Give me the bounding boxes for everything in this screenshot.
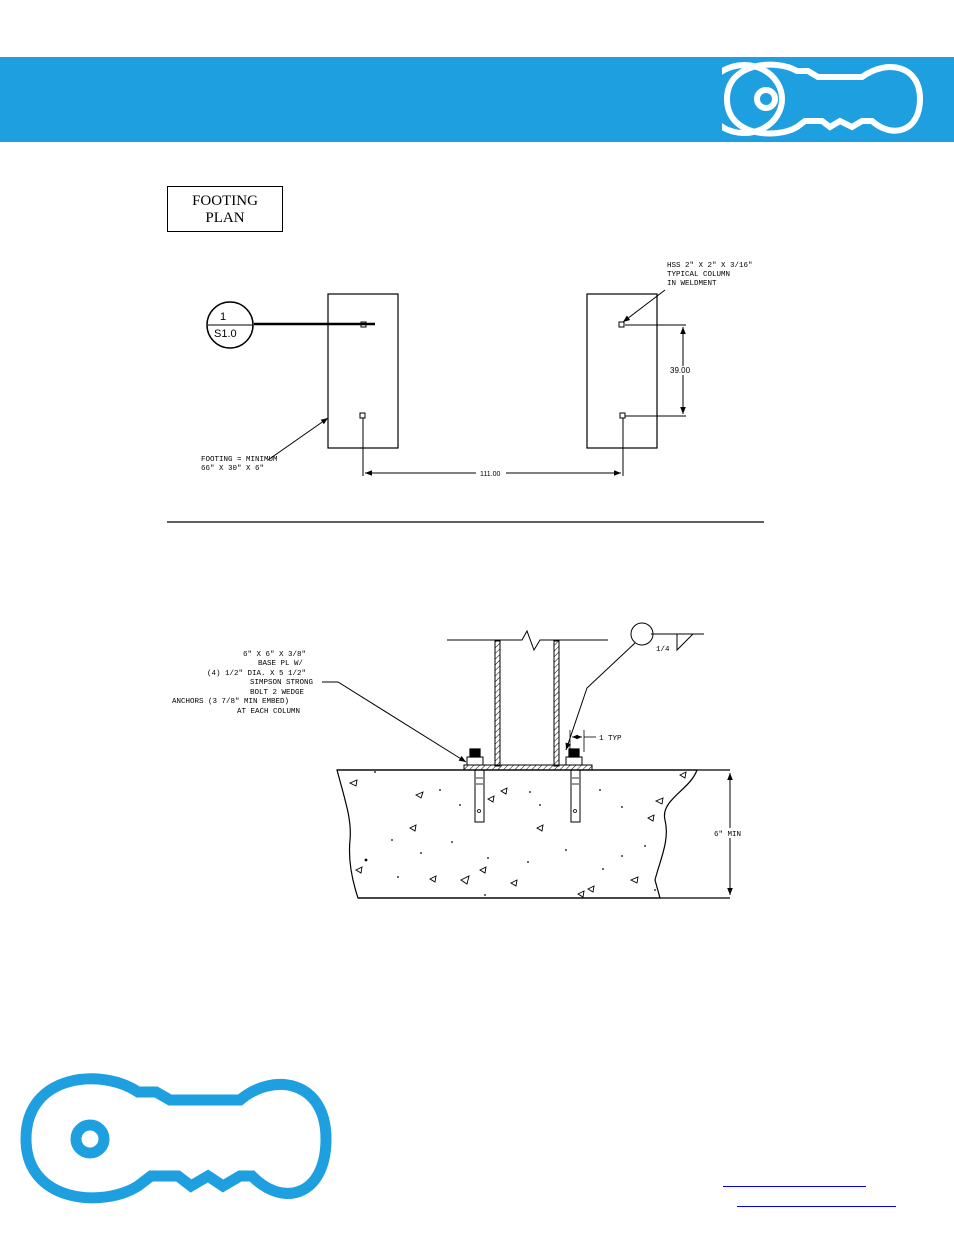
anchor-bolt-right (566, 749, 582, 822)
column-left-bottom (360, 413, 365, 418)
base-plate-note-line-5: BOLT 2 WEDGE (250, 689, 305, 697)
base-plate-note-line-1: 6" X 6" X 3/8" (243, 651, 306, 659)
column-note-line-2: TYPICAL COLUMN (667, 271, 730, 279)
weld-symbol-circle (631, 623, 653, 645)
base-plate-leader (322, 682, 466, 762)
footer-link-1[interactable] (723, 1186, 866, 1187)
key-loop-logo-icon (18, 1068, 334, 1210)
weld-symbol-leader (566, 643, 635, 750)
base-plate-note-line-6: ANCHORS (3 7/8" MIN EMBED) (172, 698, 289, 706)
column-wall-left (495, 641, 500, 766)
depth-dim-label: 6" MIN (714, 831, 741, 839)
base-plate (464, 765, 592, 770)
base-plate-note-line-4: SIMPSON STRONG (250, 679, 314, 687)
footing-note-leader (268, 418, 328, 460)
dim-vertical-label: 39.00 (670, 366, 691, 375)
break-line (447, 631, 608, 650)
column-note-line-1: HSS 2" X 2" X 3/16" (667, 262, 753, 270)
base-plate-note-line-7: AT EACH COLUMN (237, 708, 300, 716)
dim-horizontal-label: 111.00 (480, 471, 500, 478)
concrete-slab (337, 770, 697, 898)
footing-note-line-1: FOOTING = MINIMUM (201, 456, 278, 464)
base-plate-note-line-3: (4) 1/2" DIA. X 5 1/2" (207, 670, 306, 678)
section-marker-top: 1 (220, 311, 226, 323)
footing-note-line-2: 66" X 30" X 6" (201, 465, 264, 473)
column-note-leader (623, 290, 665, 322)
footing-plan (167, 290, 764, 522)
column-right-bottom (620, 413, 625, 418)
column-right-top (619, 322, 624, 327)
right-footing (587, 294, 657, 448)
anchor-bolt-left (467, 749, 484, 822)
base-plate-note-line-2: BASE PL W/ (258, 660, 304, 668)
section-detail (322, 623, 730, 898)
typ-dim-label: 1 TYP (599, 735, 622, 743)
column-wall-right (554, 641, 559, 766)
column-note-line-3: IN WELDMENT (667, 280, 717, 288)
section-marker-bottom: S1.0 (214, 328, 237, 340)
footer-link-2[interactable] (737, 1206, 896, 1207)
weld-size-label: 1/4 (656, 646, 670, 654)
